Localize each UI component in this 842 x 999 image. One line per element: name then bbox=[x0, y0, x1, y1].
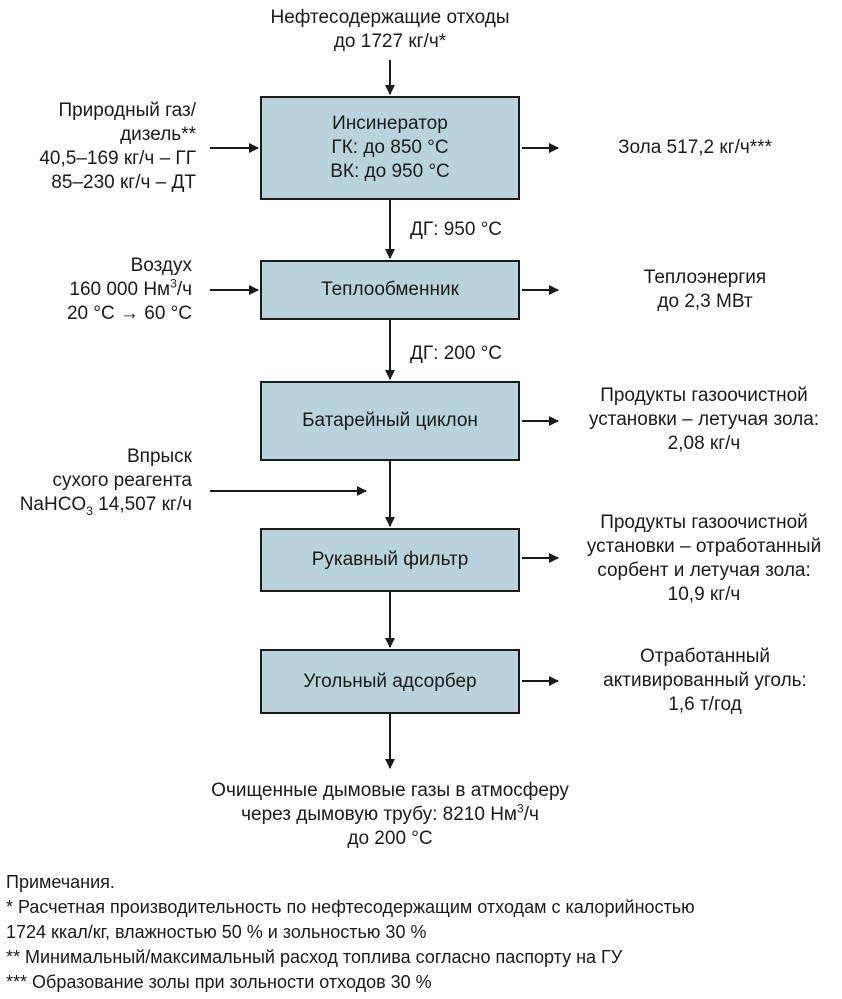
adsorber-output-label: Отработанный активированный уголь: 1,6 т… bbox=[603, 646, 807, 715]
fuel-input-label: Природный газ/ дизель** 40,5–169 кг/ч – … bbox=[39, 100, 196, 193]
heat-exchanger-box: Теплообменник bbox=[260, 260, 520, 320]
ash-output-label: Зола 517,2 кг/ч*** bbox=[618, 137, 772, 158]
footnotes: Примечания. * Расчетная производительнос… bbox=[6, 870, 695, 995]
air-input-label: Воздух 160 000 Нм3/ч 20 °С → 60 °С bbox=[66, 255, 192, 324]
bag-filter-box: Рукавный фильтр bbox=[260, 528, 520, 592]
filter-output-label: Продукты газоочистной установки – отрабо… bbox=[586, 512, 822, 605]
incinerator-box: Инсинератор ГК: до 850 °С ВК: до 950 °С bbox=[260, 96, 520, 200]
reagent-input-label: Впрыск сухого реагента NaHCO3 14,507 кг/… bbox=[19, 446, 192, 518]
footnotes-title: Примечания. bbox=[6, 872, 115, 892]
footnote-1: * Расчетная производительность по нефтес… bbox=[6, 897, 695, 917]
cyclone-output-label: Продукты газоочистной установки – летуча… bbox=[588, 385, 820, 454]
footnote-2: ** Минимальный/максимальный расход топли… bbox=[6, 947, 623, 967]
carbon-adsorber-box: Угольный адсорбер bbox=[260, 649, 520, 714]
flue-gas-950-label: ДГ: 950 °С bbox=[410, 219, 503, 240]
battery-cyclone-box: Батарейный циклон bbox=[260, 381, 520, 461]
footnote-1-cont: 1724 ккал/кг, влажностью 50 % и зольност… bbox=[6, 922, 427, 942]
footnote-3: *** Образование золы при зольности отход… bbox=[6, 972, 432, 992]
flue-gas-200-label: ДГ: 200 °С bbox=[410, 343, 503, 364]
heat-energy-output-label: Теплоэнергия до 2,3 МВт bbox=[643, 267, 767, 312]
clean-exhaust-output-label: Очищенные дымовые газы в атмосферу через… bbox=[211, 780, 569, 849]
waste-input-label: Нефтесодержащие отходы до 1727 кг/ч* bbox=[270, 7, 510, 52]
